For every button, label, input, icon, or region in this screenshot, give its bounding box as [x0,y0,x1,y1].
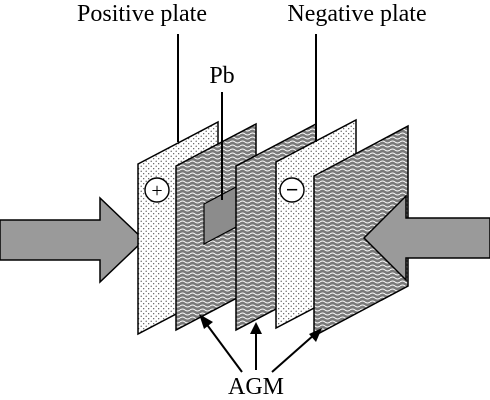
agm-separator-3 [313,124,409,338]
plus-icon: + [144,177,170,203]
left-arrow [0,196,146,284]
right-arrow [362,194,490,282]
agm-pointer-arrows [199,314,322,373]
positive-plate-label: Positive plate [77,1,207,27]
negative-plate-label: Negative plate [287,1,426,27]
plus-symbol: + [151,180,162,202]
minus-symbol: − [286,177,299,202]
pb-label: Pb [209,63,234,89]
minus-icon: − [279,177,305,203]
agm-label: AGM [228,374,284,400]
